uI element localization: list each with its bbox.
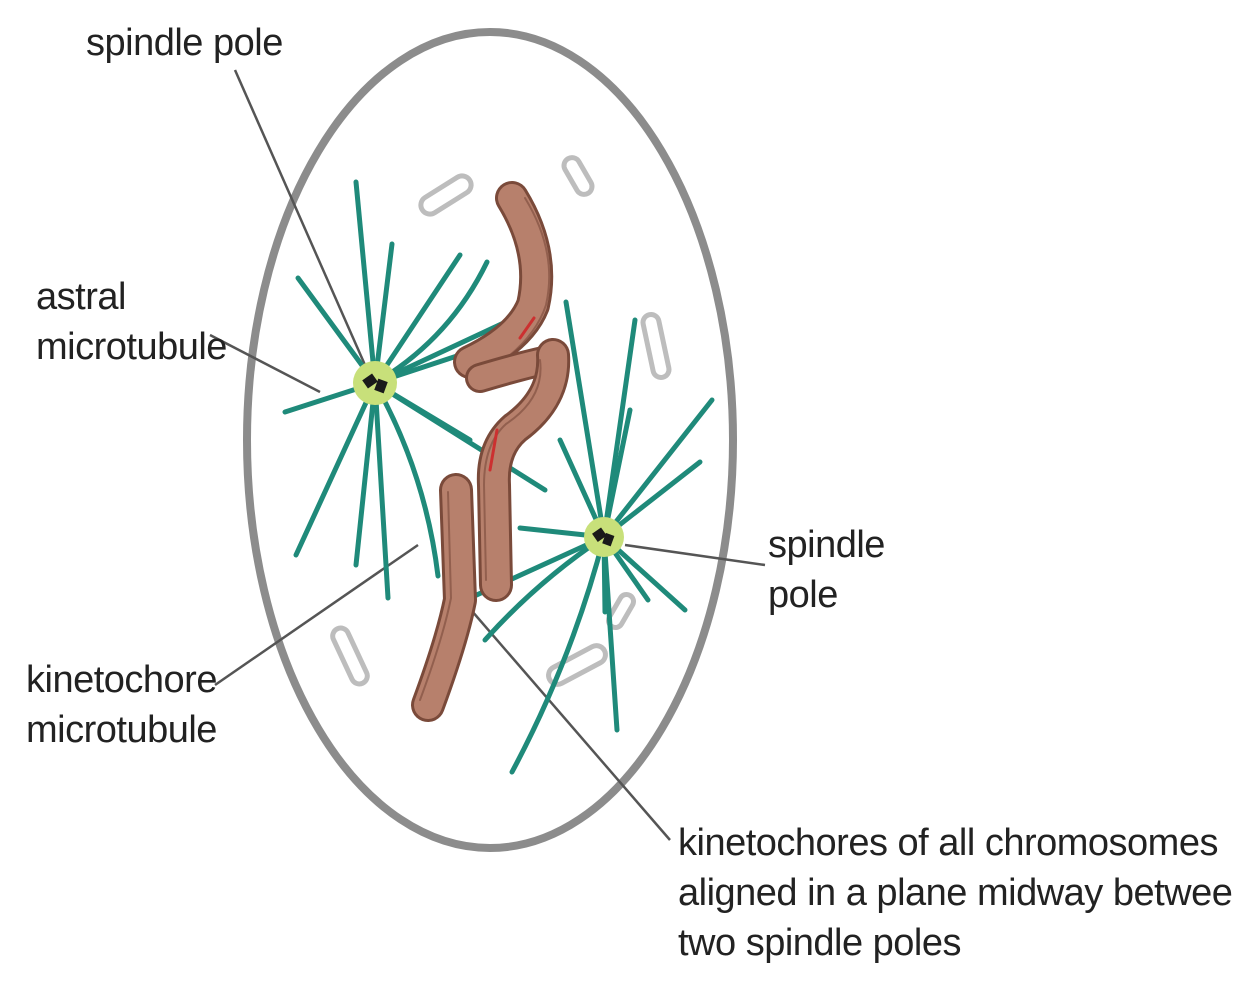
label-line: kinetochore <box>26 655 217 705</box>
label-line: pole <box>768 570 885 620</box>
label-line: kinetochores of all chromosomes <box>678 818 1234 868</box>
label-line: spindle pole <box>86 18 283 68</box>
label-spindle-pole-top: spindle pole <box>86 18 283 68</box>
organelle <box>417 173 474 218</box>
microtubule <box>296 383 375 555</box>
label-line: astral <box>36 272 227 322</box>
organelle <box>561 155 595 198</box>
label-line: microtubule <box>36 322 227 372</box>
label-astral-microtubule: astral microtubule <box>36 272 227 372</box>
label-line: spindle <box>768 520 885 570</box>
label-kinetochore-microtubule: kinetochore microtubule <box>26 655 217 755</box>
organelle <box>330 625 370 686</box>
microtubule <box>566 302 604 537</box>
label-line: microtubule <box>26 705 217 755</box>
label-line: aligned in a plane midway between <box>678 868 1234 918</box>
chromosome <box>484 355 553 585</box>
label-spindle-pole-right: spindle pole <box>768 520 885 620</box>
spindle-pole-left <box>353 361 397 405</box>
organelle <box>642 313 671 379</box>
microtubule <box>375 383 388 598</box>
chromosome <box>420 490 460 705</box>
leader-line-spindle-pole-right <box>625 545 765 565</box>
microtubule <box>356 383 375 565</box>
spindle-pole-right <box>584 517 624 557</box>
label-line: two spindle poles <box>678 918 1234 968</box>
leader-line-kinetochores <box>465 603 670 840</box>
label-kinetochores-alignment: kinetochores of all chromosomes aligned … <box>678 818 1234 968</box>
